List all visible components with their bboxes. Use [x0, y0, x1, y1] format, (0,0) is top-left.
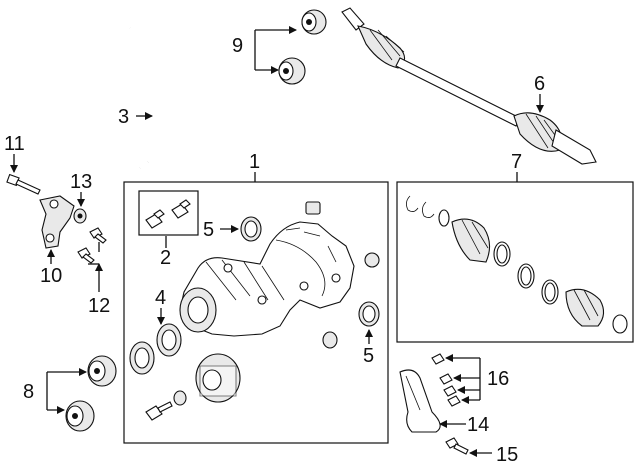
callout-4: 4	[155, 287, 166, 309]
rear-mount-lower	[65, 400, 95, 432]
boot-kit-clips	[406, 195, 435, 218]
boot-kit-ring-end	[612, 314, 628, 334]
mount-bushing-upper	[301, 9, 327, 35]
callout-14: 14	[467, 414, 489, 436]
callout-11: 11	[4, 133, 25, 155]
boot-outer	[565, 288, 605, 327]
carrier-washer	[173, 390, 187, 406]
rear-mount-upper	[87, 355, 117, 387]
callout-10: 10	[40, 265, 62, 287]
seal-kit-box	[138, 190, 199, 236]
differential-housing	[179, 221, 355, 337]
boot-clamp-a	[493, 241, 511, 267]
leader-lines	[10, 26, 544, 457]
seal-left-inner	[156, 323, 182, 357]
boot-clamp-c	[541, 279, 559, 305]
bracket-nut	[73, 208, 87, 224]
shield-bracket	[399, 369, 441, 433]
vent-tube	[128, 20, 192, 170]
vent-fittings	[145, 199, 191, 229]
housing-drain-plug	[322, 331, 338, 349]
shield-bolt	[445, 437, 469, 455]
callout-5-lower: 5	[363, 345, 374, 367]
callout-6: 6	[534, 73, 545, 95]
callout-15: 15	[496, 444, 518, 466]
seal-upper	[240, 216, 262, 242]
callout-2: 2	[160, 247, 171, 269]
callout-12: 12	[88, 295, 110, 317]
seal-right	[358, 301, 380, 327]
bracket	[39, 195, 75, 249]
carrier-bolt	[145, 401, 173, 421]
boot-kit-box	[396, 181, 634, 343]
housing-plug-side	[364, 252, 380, 268]
boot-inner	[451, 218, 491, 263]
callout-16: 16	[487, 368, 509, 390]
boot-kit-ring-small	[438, 209, 450, 227]
boot-clamp-b	[517, 263, 535, 289]
callout-13: 13	[70, 171, 92, 193]
callout-7: 7	[511, 151, 522, 173]
mount-bushing-lower	[278, 57, 306, 85]
differential-carrier	[195, 353, 241, 403]
axle-shaft	[341, 7, 597, 165]
bracket-bolt-upper	[89, 227, 107, 244]
shield-bolts-set	[431, 353, 461, 407]
callout-3: 3	[118, 106, 129, 128]
housing-plug-top	[305, 201, 321, 215]
differential-assembly-box	[123, 181, 389, 444]
callout-8: 8	[23, 381, 34, 403]
seal-left-outer	[129, 341, 155, 375]
bracket-bolt-long	[6, 173, 41, 195]
callout-5-upper: 5	[203, 219, 214, 241]
bracket-bolt-lower	[77, 247, 95, 264]
callout-1: 1	[249, 151, 260, 173]
callout-9: 9	[232, 35, 243, 57]
